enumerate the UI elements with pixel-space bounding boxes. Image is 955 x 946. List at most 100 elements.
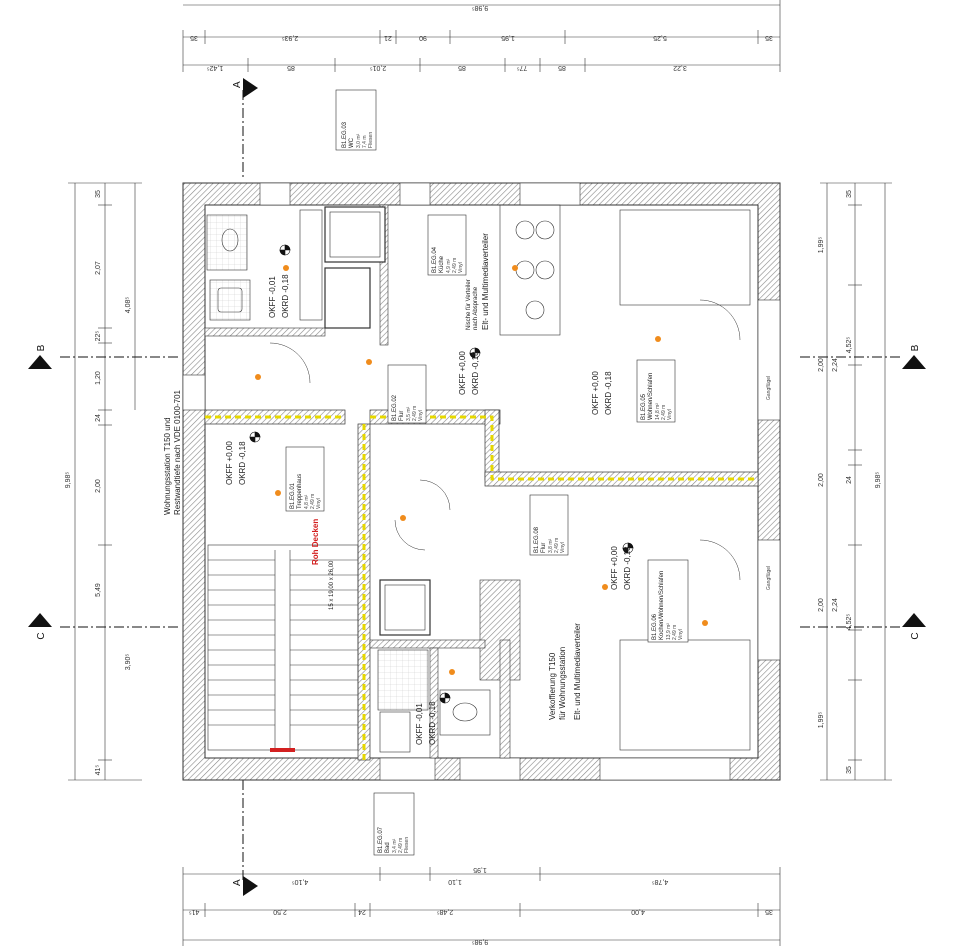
- dim-top2-g: 3,22: [673, 64, 687, 71]
- section-a-top: A: [232, 81, 243, 88]
- dim-right-j: 35: [846, 766, 853, 774]
- dim-top2-c: 2,01⁵: [370, 64, 387, 71]
- dim-left-c: 22⁵: [95, 331, 102, 342]
- dim-top2-e: 77⁵: [517, 64, 528, 71]
- light-kitchen: [512, 265, 518, 271]
- door-swings: [269, 299, 741, 581]
- section-markers: A A B B C C: [28, 78, 926, 896]
- note-elt-multi-b: Elt- und Multimediaverteiler: [573, 623, 582, 720]
- stair: [207, 544, 359, 752]
- note-elt-multi-a: Elt- und Multimediaverteiler: [481, 233, 490, 330]
- room-stamp-wohnen-05: B1.EG.05 Wohnen/Schlafen 14,8 m² 2,49 m …: [636, 359, 676, 423]
- ceiling-lights: [255, 265, 708, 675]
- dim-bot2-d: 2,48⁵: [437, 908, 454, 915]
- room-stamp-flur-02: B1.EG.02 Flur 3,5 m² 2,49 m Vinyl: [387, 364, 427, 424]
- svg-text:2,49 m: 2,49 m: [661, 405, 667, 420]
- dim-right-f: 2,00: [818, 473, 825, 487]
- svg-text:7,4 m: 7,4 m: [362, 135, 368, 148]
- level-markers: [249, 244, 634, 704]
- light-flur: [400, 515, 406, 521]
- svg-text:2,49 m: 2,49 m: [310, 494, 316, 509]
- svg-text:Fliesen: Fliesen: [404, 837, 410, 853]
- top-dim-labels: 9,98⁵ 35 2,93⁵ 21 90 1,95 5,25 35 1,42⁵ …: [190, 4, 773, 71]
- svg-text:Wohnen/Schlafen: Wohnen/Schlafen: [648, 373, 654, 420]
- dim-bot2-a: 41⁵: [189, 908, 200, 915]
- left-dim-labels: 35 2,07 22⁵ 1,20 24 2,00 5,49 3,90⁵ 41⁵ …: [65, 190, 132, 775]
- dim-bot1-a: 4,10⁵: [292, 878, 309, 885]
- top-dimension-chains: [182, 0, 781, 72]
- okrd-flur: OKRD -0,18: [471, 351, 480, 395]
- room-stamp-bad: B1.EG.07 Bad 3,4 m² 2,49 m Fliesen: [373, 792, 415, 856]
- svg-text:3,5 m²: 3,5 m²: [406, 406, 412, 421]
- svg-text:Vinyl: Vinyl: [316, 498, 322, 509]
- svg-text:Küche: Küche: [439, 255, 445, 273]
- dim-left-d: 1,20: [95, 371, 102, 385]
- svg-text:Vinyl: Vinyl: [458, 262, 464, 273]
- right-dim-labels: 35 1,99⁵ 2,00 2,24 24 2,00 2,24 2,00 1,9…: [818, 190, 882, 774]
- dim-left-e: 24: [95, 414, 102, 422]
- svg-text:B1.EG.05: B1.EG.05: [641, 393, 647, 420]
- dim-left-g: 5,49: [95, 583, 102, 597]
- bottom-dimension-chains: [182, 867, 781, 946]
- note-restwandtiefe: Restwandtiefe nach VDE 0100-701: [173, 389, 182, 515]
- dim-left-f: 2,00: [95, 479, 102, 493]
- okff-flur: OKFF +0,00: [458, 351, 467, 395]
- dim-right-h: 2,00: [818, 598, 825, 612]
- okrd-stair: OKRD -0,18: [238, 441, 247, 485]
- svg-text:14,8 m²: 14,8 m²: [655, 403, 661, 420]
- svg-text:Fliesen: Fliesen: [368, 132, 374, 148]
- svg-text:2,49 m: 2,49 m: [412, 406, 418, 421]
- dim-bot2-b: 2,50: [273, 908, 287, 915]
- svg-text:Vinyl: Vinyl: [418, 410, 424, 421]
- note-roh-decken: Roh Decken: [311, 519, 320, 565]
- dim-top2-b: 85: [287, 64, 295, 71]
- interior-walls: [204, 204, 759, 761]
- note-verkoff: Verkoffierung T150: [548, 652, 557, 720]
- room-stamp-flur-08: B1.EG.08 Flur 3,8 m² 2,49 m Vinyl: [529, 494, 569, 556]
- dim-left-h: 3,90⁵: [125, 654, 132, 671]
- exterior-walls: [182, 182, 781, 781]
- note-wohnungsstation: Wohnungsstation T150 und: [163, 417, 172, 515]
- note-nische: Nische für Verteiler: [466, 279, 472, 330]
- dim-left-a: 35: [95, 190, 102, 198]
- dim-top2-a: 1,42⁵: [207, 64, 224, 71]
- svg-text:4,9 m²: 4,9 m²: [446, 258, 452, 273]
- light-room06-a: [602, 584, 608, 590]
- svg-text:B1.EG.03: B1.EG.03: [342, 121, 348, 148]
- dim-right-e: 24: [846, 476, 853, 484]
- note-gangfluegel-a: Gangflügel: [766, 376, 772, 400]
- svg-text:2,49 m: 2,49 m: [398, 838, 404, 853]
- svg-text:Kochen/Wohnen/Schlafen: Kochen/Wohnen/Schlafen: [659, 571, 665, 640]
- svg-text:3,0 m²: 3,0 m²: [356, 133, 362, 148]
- svg-text:2,49 m: 2,49 m: [672, 625, 678, 640]
- note-gangfluegel-b: Gangflügel: [766, 566, 772, 590]
- dim-right-total-c: 4,52⁵: [846, 614, 853, 631]
- svg-text:3,8 m²: 3,8 m²: [548, 538, 554, 553]
- note-nach-absprache: nach Absprache: [473, 286, 479, 330]
- svg-text:WC: WC: [349, 137, 355, 148]
- light-room06-b: [702, 620, 708, 626]
- svg-text:Treppenhaus: Treppenhaus: [297, 474, 303, 509]
- light-living: [655, 336, 661, 342]
- light-bath: [449, 669, 455, 675]
- dim-left-b: 2,07: [95, 261, 102, 275]
- section-c-left: C: [36, 632, 47, 639]
- okrd-wc: OKRD -0,18: [281, 274, 290, 318]
- light-stair: [275, 490, 281, 496]
- dim-top1-g: 35: [765, 34, 773, 41]
- dim-right-total-b: 9,98⁵: [875, 472, 882, 489]
- left-dimension-chains: [68, 182, 142, 781]
- wc-fixtures: [206, 209, 323, 321]
- light-hall: [366, 359, 372, 365]
- level-labels: OKFF +0,00 OKRD -0,18 OKFF +0,00 OKRD -0…: [225, 274, 632, 745]
- svg-text:Vinyl: Vinyl: [667, 409, 673, 420]
- dim-right-d: 2,24: [832, 358, 839, 372]
- svg-text:4,8 m²: 4,8 m²: [304, 494, 310, 509]
- dim-left-total-a: 4,08⁵: [125, 297, 132, 314]
- dim-right-c: 2,00: [818, 358, 825, 372]
- dim-top2-d: 85: [458, 64, 466, 71]
- dim-left-i: 41⁵: [95, 765, 102, 776]
- svg-text:3,4 m²: 3,4 m²: [392, 838, 398, 853]
- okff-bath: OKFF -0,01: [415, 703, 424, 745]
- light-hall-left: [255, 374, 261, 380]
